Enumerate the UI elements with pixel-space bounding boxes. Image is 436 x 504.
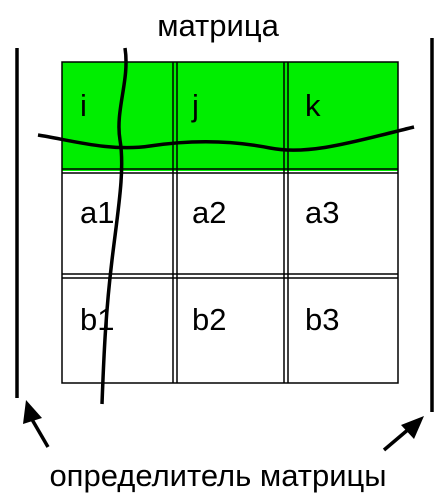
arrow-right-head bbox=[401, 416, 424, 439]
wavy-horizontal-line bbox=[37, 125, 415, 152]
arrow-left-shaft bbox=[28, 415, 50, 448]
cell-r1-c1: a2 bbox=[192, 195, 227, 230]
diagram-caption: определитель матрицы bbox=[49, 458, 387, 493]
cell-r1-c0: a1 bbox=[80, 195, 115, 230]
matrix-header-row bbox=[62, 62, 398, 171]
diagram-title: матрица bbox=[157, 8, 279, 43]
arrow-right-shaft bbox=[382, 426, 412, 452]
cell-r0-c1: j bbox=[192, 88, 199, 123]
arrow-left bbox=[23, 400, 50, 448]
matrix-grid bbox=[61, 61, 399, 384]
arrow-right bbox=[382, 416, 424, 452]
wavy-vertical-line bbox=[100, 47, 128, 405]
cell-r2-c1: b2 bbox=[192, 302, 227, 337]
matrix-border bbox=[61, 61, 399, 384]
cell-r0-c2: k bbox=[305, 88, 321, 123]
cell-r2-c2: b3 bbox=[305, 302, 340, 337]
cell-r2-c0: b1 bbox=[80, 302, 115, 337]
arrow-left-head bbox=[23, 400, 42, 424]
cell-r0-c0: i bbox=[80, 88, 87, 123]
cell-r1-c2: a3 bbox=[305, 195, 340, 230]
